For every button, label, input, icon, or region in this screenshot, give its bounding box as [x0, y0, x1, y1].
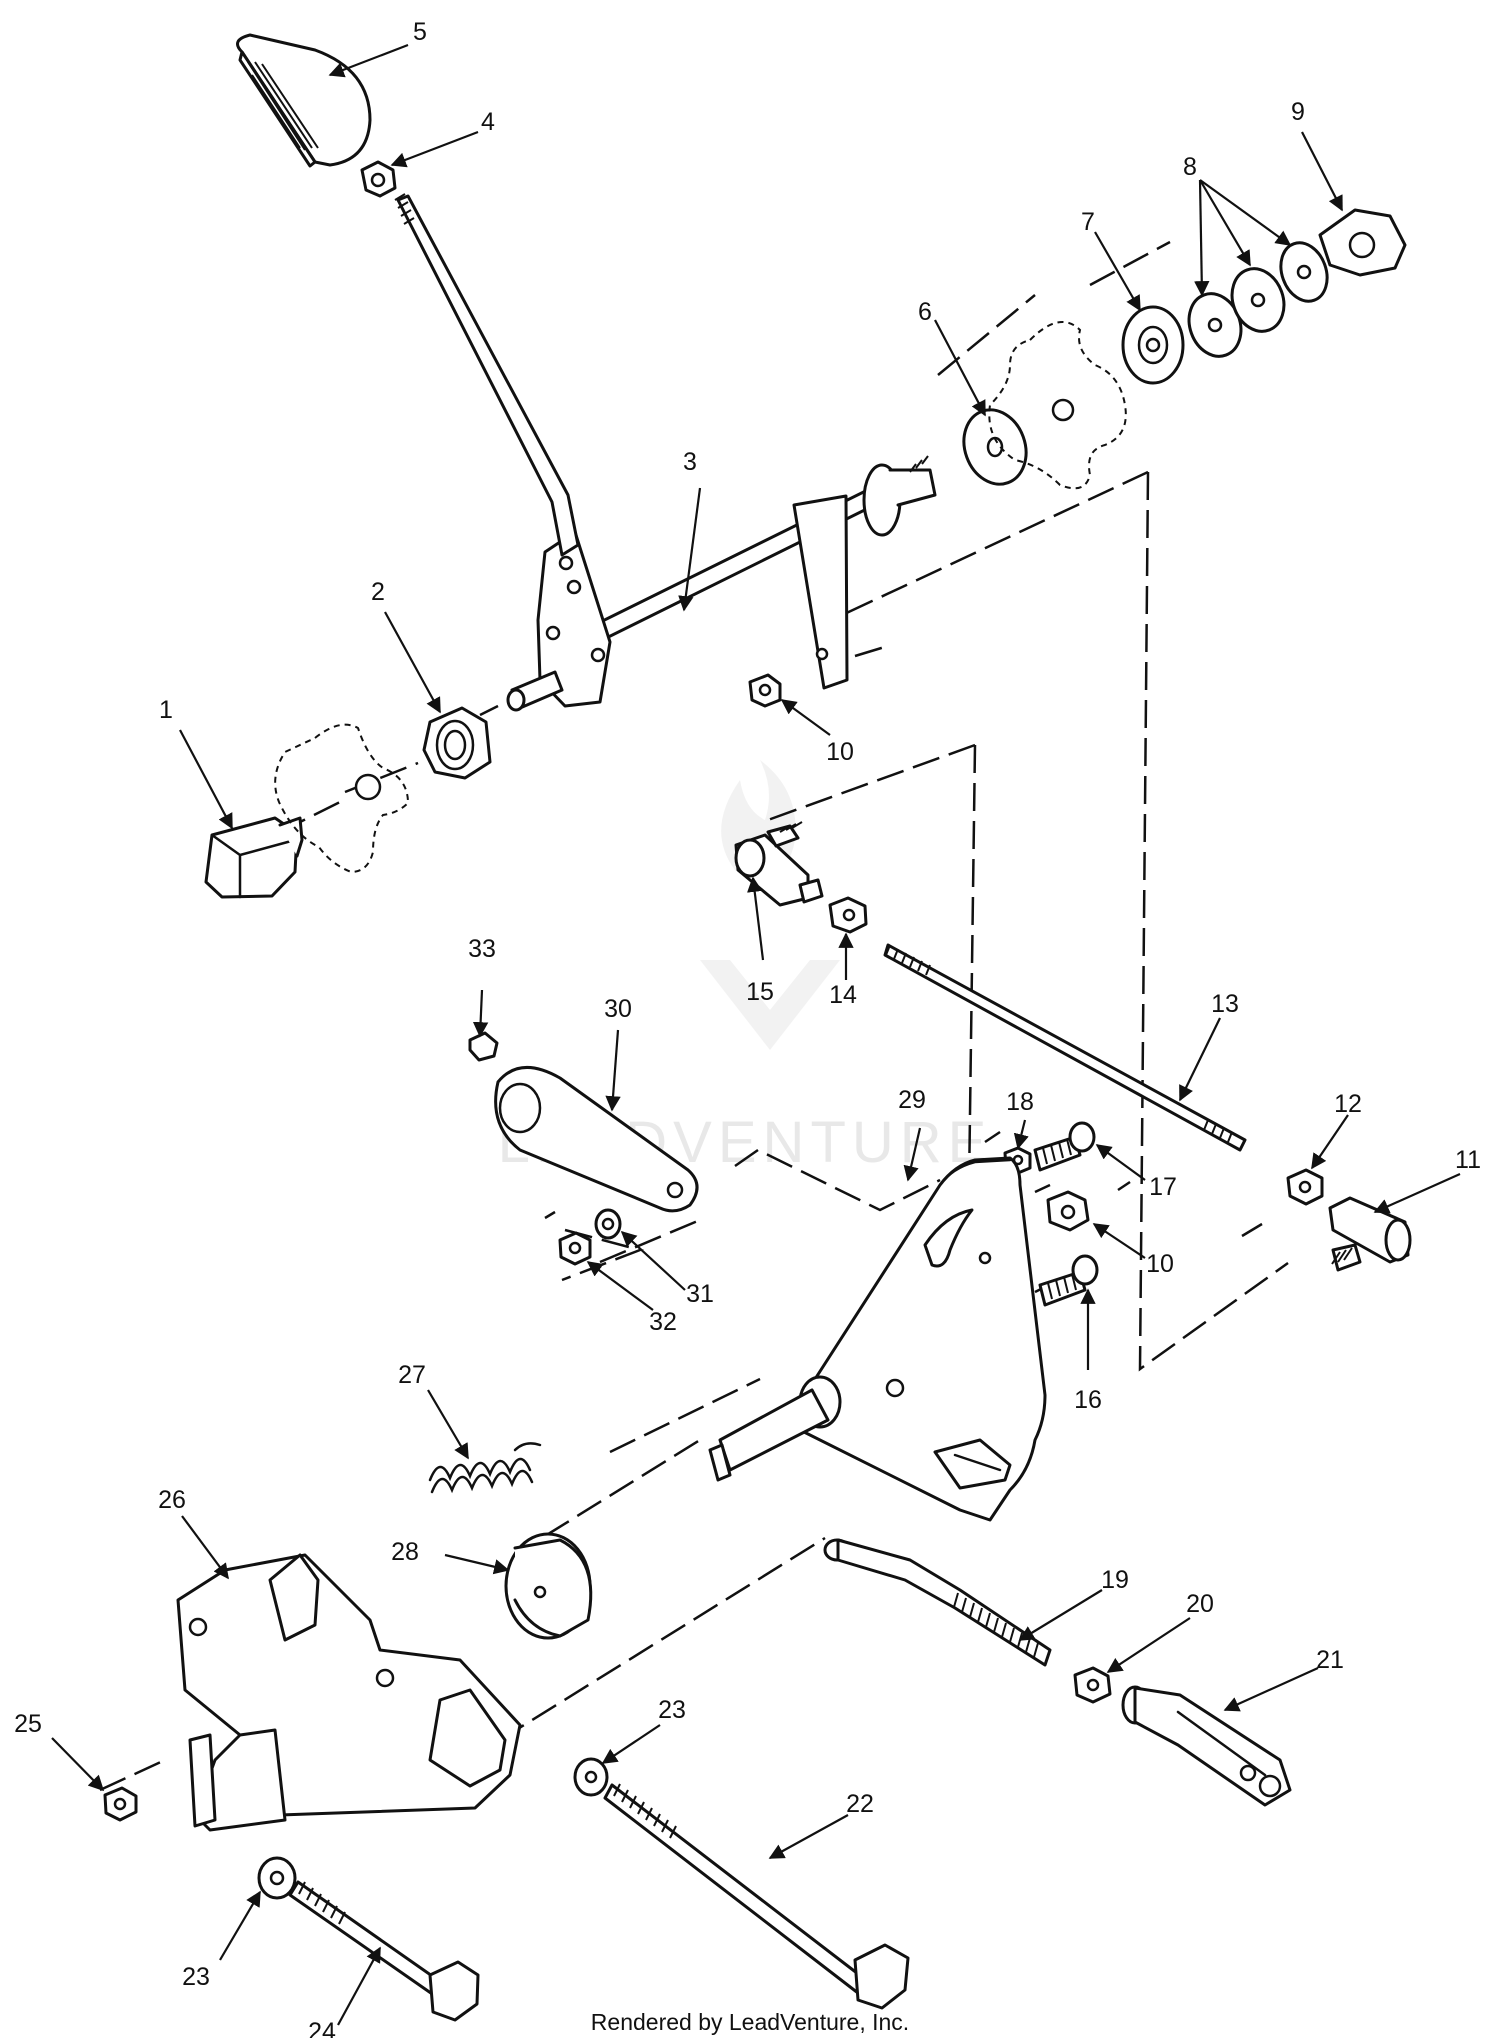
part-23-washer-upper	[573, 1757, 609, 1797]
callout-6: 6	[918, 298, 932, 326]
callout-16: 16	[1074, 1386, 1102, 1414]
part-31-washer	[594, 1208, 622, 1240]
callout-13: 13	[1211, 990, 1239, 1018]
callout-29: 29	[898, 1086, 926, 1114]
part-17-bolt	[1033, 1121, 1096, 1172]
callout-17: 17	[1149, 1173, 1177, 1201]
callout-18: 18	[1006, 1088, 1034, 1116]
part-14-nut	[828, 896, 868, 934]
part-12-nut	[1286, 1168, 1324, 1206]
part-10-nut-upper	[748, 673, 782, 708]
callout-21: 21	[1316, 1646, 1344, 1674]
callout-23-lower: 23	[182, 1963, 210, 1991]
callout-24: 24	[308, 2018, 336, 2038]
callout-25: 25	[14, 1710, 42, 1738]
phantom-panel-right	[988, 321, 1127, 490]
part-8-washer-b	[1230, 267, 1286, 333]
part-6-washer	[962, 408, 1028, 486]
part-27-spring	[428, 1442, 542, 1494]
part-13-rod	[883, 943, 1247, 1152]
callout-11: 11	[1455, 1146, 1481, 1174]
callout-33: 33	[468, 935, 496, 963]
part-28-spacer	[504, 1532, 593, 1640]
footer-credit: Rendered by LeadVenture, Inc.	[591, 2009, 909, 2035]
callout-19: 19	[1101, 1566, 1129, 1594]
callout-32: 32	[649, 1308, 677, 1336]
callout-4: 4	[481, 108, 495, 136]
callout-1: 1	[159, 696, 173, 724]
part-24-bolt	[288, 1880, 480, 2022]
part-32-nut	[558, 1231, 592, 1266]
part-19-rod	[823, 1538, 1052, 1667]
part-16-bolt	[1038, 1254, 1099, 1307]
callout-26: 26	[158, 1486, 186, 1514]
callout-27: 27	[398, 1361, 426, 1389]
part-4-nut	[360, 160, 397, 198]
callout-2: 2	[371, 578, 385, 606]
part-33-set-screw	[468, 1031, 499, 1062]
part-2-nut	[422, 706, 492, 780]
lever-pivot-plate	[506, 530, 612, 712]
part-9-nut	[1318, 208, 1407, 277]
phantom-panel-left-hole	[354, 773, 382, 801]
callout-10-upper: 10	[826, 738, 854, 766]
part-30-arm	[494, 1065, 699, 1213]
callout-14: 14	[829, 981, 857, 1009]
part-22-bolt	[603, 1783, 910, 2010]
callout-10-lower: 10	[1146, 1250, 1174, 1278]
part-15-pivot-block	[734, 821, 824, 907]
callout-15: 15	[746, 978, 774, 1006]
callout-22: 22	[846, 1790, 874, 1818]
leader-arrows	[51, 43, 1461, 2026]
callout-30: 30	[604, 995, 632, 1023]
phantom-panel-left	[274, 723, 410, 874]
callout-20: 20	[1186, 1590, 1214, 1618]
phantom-panel-right-hole	[1051, 398, 1075, 422]
part-23-washer-lower	[257, 1856, 297, 1900]
callout-3: 3	[683, 448, 697, 476]
part-11-ball-joint	[1328, 1196, 1412, 1272]
part-8-washer-c	[1279, 241, 1329, 303]
callout-8: 8	[1183, 153, 1197, 181]
part-10-nut-lower	[1046, 1190, 1090, 1232]
callout-12: 12	[1334, 1090, 1362, 1118]
callout-9: 9	[1291, 98, 1305, 126]
part-20-nut	[1073, 1666, 1112, 1704]
watermark-logo	[700, 760, 840, 1050]
part-5-knob	[236, 33, 372, 168]
assembly-lines	[99, 240, 1289, 1792]
callout-5: 5	[413, 18, 427, 46]
part-21-clevis	[1121, 1685, 1292, 1807]
part-26-pedal-bracket	[176, 1553, 522, 1832]
callout-31: 31	[686, 1280, 714, 1308]
callout-23-upper: 23	[658, 1696, 686, 1724]
callout-labels: 1 2 3 4 5 6 7 8 9 10 10 11 12 13 14 15 1…	[14, 18, 1481, 2038]
part-25-nut	[103, 1786, 138, 1822]
part-3-shaft	[558, 455, 937, 690]
bracket-pivot-stud	[708, 1375, 842, 1482]
part-1-bolt	[204, 816, 304, 899]
part-7-spacer	[1121, 305, 1185, 385]
part-lever-rod	[394, 193, 580, 557]
callout-7: 7	[1081, 208, 1095, 236]
part-29-bracket	[798, 1156, 1047, 1522]
callout-28: 28	[391, 1538, 419, 1566]
